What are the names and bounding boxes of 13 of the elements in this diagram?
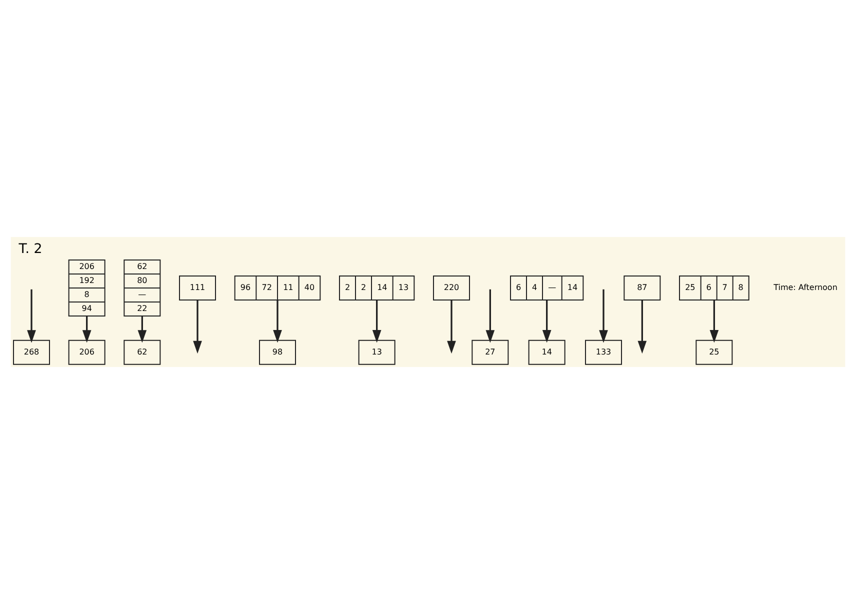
arrow (486, 288, 495, 342)
arrow (27, 288, 36, 342)
arrow (447, 300, 456, 354)
arrow (599, 288, 608, 342)
arrow (273, 300, 282, 342)
arrow (138, 316, 147, 342)
arrow (372, 300, 382, 342)
arrow (710, 300, 719, 342)
arrow (638, 300, 647, 354)
arrow (542, 300, 552, 342)
diagram-title: T. 2 (18, 242, 42, 256)
arrow (82, 316, 92, 342)
arrow (193, 300, 202, 354)
